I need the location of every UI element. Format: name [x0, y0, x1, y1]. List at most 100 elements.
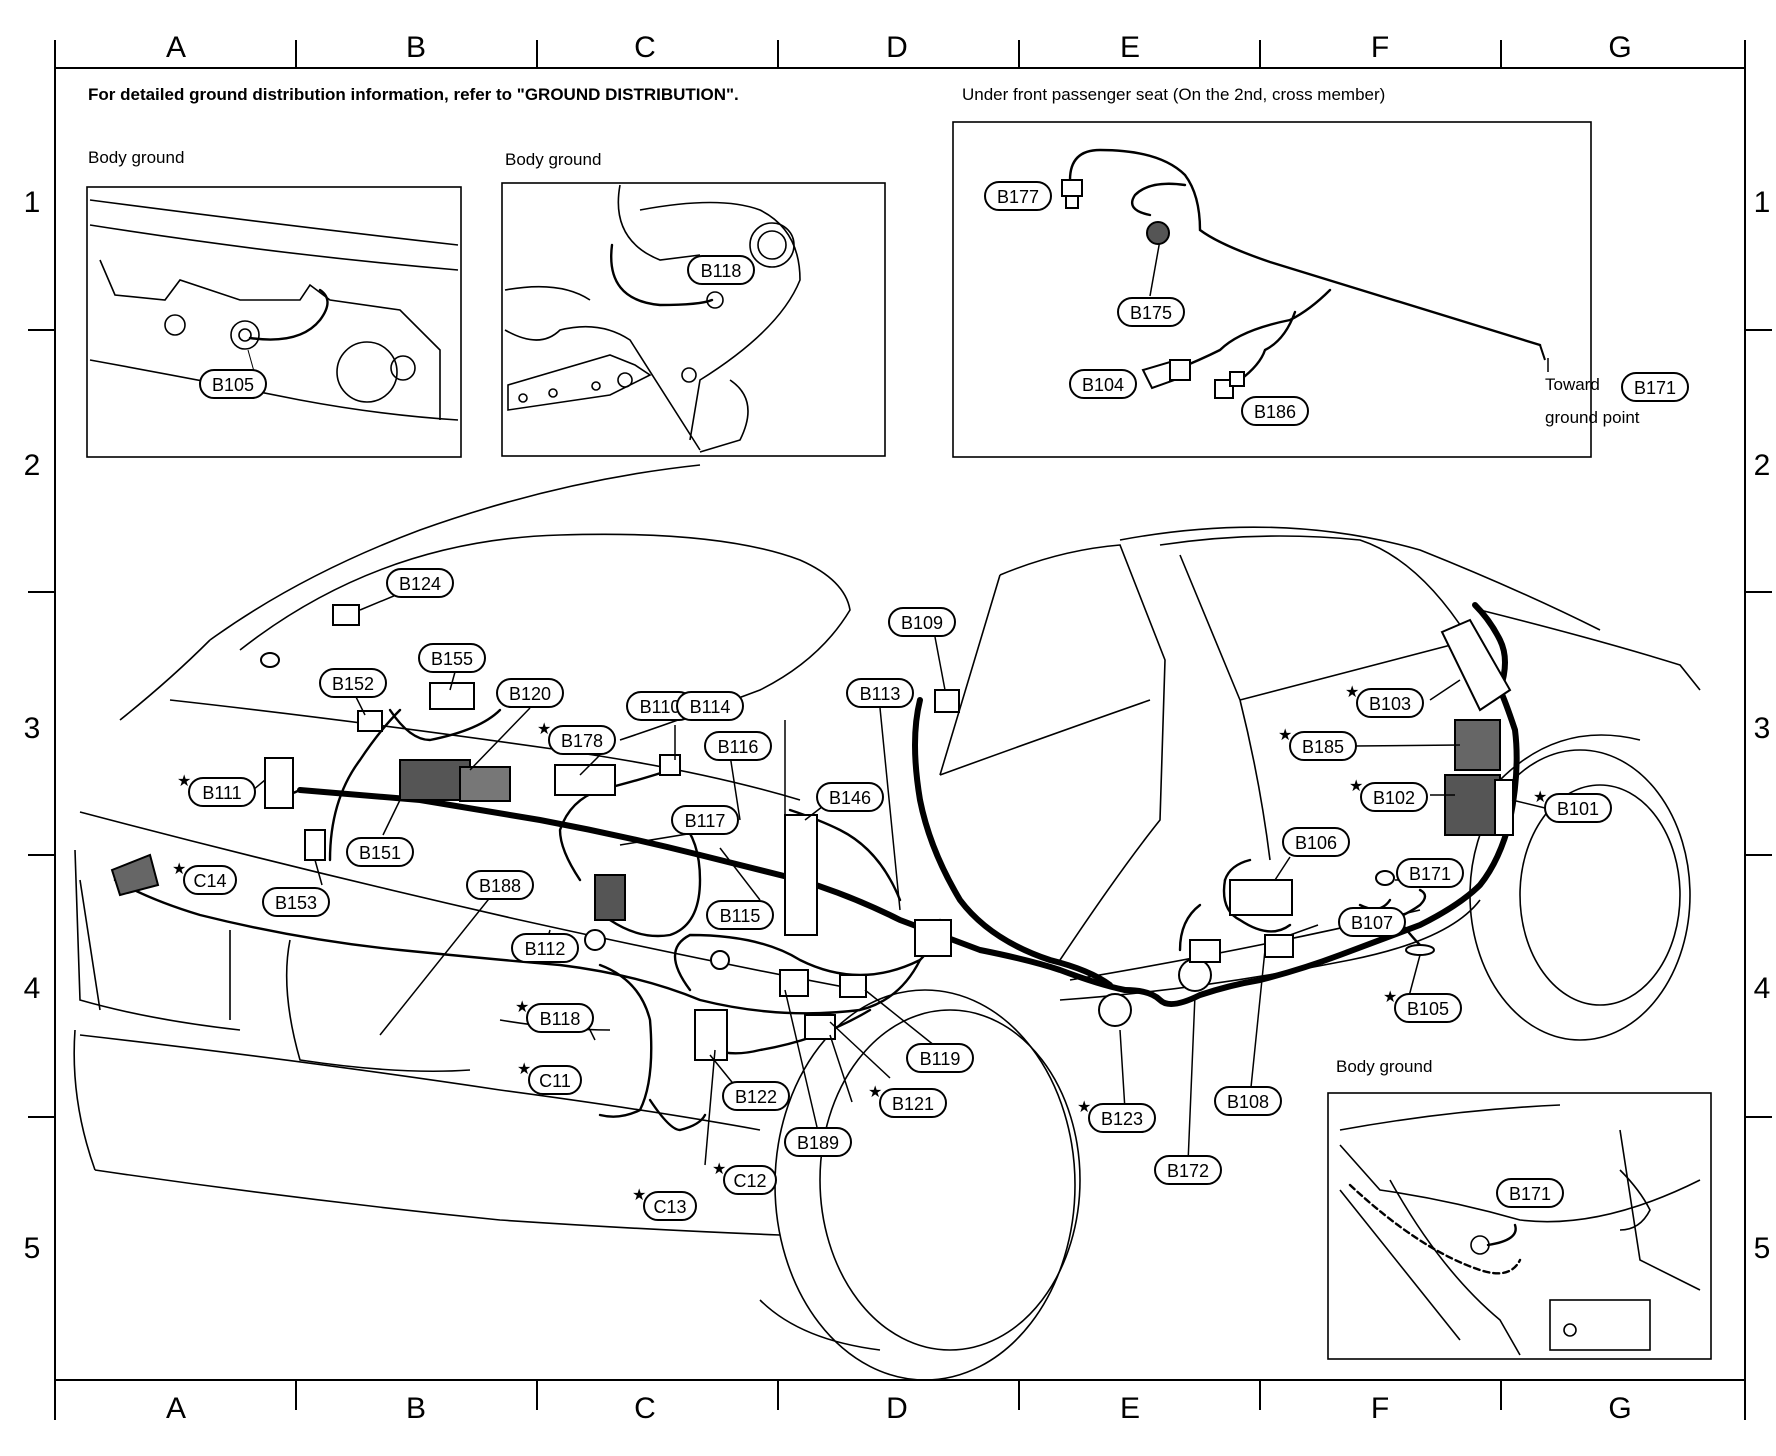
connector-pill	[1282, 827, 1350, 857]
connector-pill	[1289, 731, 1357, 761]
connector-pill	[346, 837, 414, 867]
connector-label: B151	[359, 843, 401, 863]
connector-pill	[319, 668, 387, 698]
connector-callout-b121: B121★	[868, 1084, 947, 1118]
row-label: 5	[24, 1232, 41, 1265]
connector-pill	[418, 643, 486, 673]
connector-label: C11	[539, 1071, 571, 1091]
star-marker: ★	[1077, 1099, 1091, 1116]
connector-callout-b103: B103★	[1345, 684, 1424, 718]
row-label: 4	[1754, 972, 1771, 1005]
connector-label: B109	[901, 613, 943, 633]
col-label: F	[1371, 1392, 1389, 1425]
connector-callout-b110: B110	[626, 691, 694, 721]
connector-callout-b117: B117	[671, 805, 739, 835]
connector-pill	[676, 691, 744, 721]
connector-pill	[1356, 688, 1424, 718]
connector-pill	[526, 1003, 594, 1033]
connector-callout-b101: B101★	[1533, 789, 1612, 823]
col-label: G	[1608, 1392, 1631, 1425]
star-marker: ★	[177, 773, 191, 790]
connector-label: B105	[1407, 999, 1449, 1019]
connector-label: B114	[690, 697, 731, 717]
connector-callout-b108: B108	[1214, 1086, 1282, 1116]
connector-callout-b120: B120	[496, 678, 564, 708]
connector-pill	[723, 1165, 777, 1195]
connector-callout-b146: B146	[816, 782, 884, 812]
connector-callout-c12: C12 ★	[712, 1161, 777, 1195]
connector-label: B107	[1351, 913, 1393, 933]
connector-pill	[1360, 782, 1428, 812]
connector-pill	[784, 1127, 852, 1157]
connector-label: B118	[701, 261, 742, 281]
connector-label: B103	[1369, 694, 1411, 714]
connector-pill	[548, 725, 616, 755]
star-marker: ★	[868, 1084, 882, 1101]
connector-label: B101	[1557, 799, 1599, 819]
connector-label: B122	[735, 1087, 777, 1107]
connector-callout-b106: B106	[1282, 827, 1350, 857]
connector-label: C14	[193, 871, 226, 891]
col-label: E	[1120, 31, 1140, 64]
col-label: E	[1120, 1392, 1140, 1425]
connector-callout-b112: B112	[511, 933, 579, 963]
star-marker: ★	[172, 861, 186, 878]
connector-label: B120	[509, 684, 551, 704]
connector-label: B106	[1295, 833, 1337, 853]
connector-label: B189	[797, 1133, 839, 1153]
connector-label: B153	[275, 893, 317, 913]
row-label: 2	[24, 449, 41, 482]
connector-pill	[1214, 1086, 1282, 1116]
connector-pill	[1338, 907, 1406, 937]
grid-frame	[28, 40, 1772, 1420]
connector-label: B152	[332, 674, 374, 694]
connector-pill	[888, 607, 956, 637]
connector-label: B108	[1227, 1092, 1269, 1112]
connector-label: B123	[1101, 1109, 1143, 1129]
connector-pill	[643, 1191, 697, 1221]
col-label: C	[634, 1392, 656, 1425]
connector-callout-b171: B171	[1396, 858, 1464, 888]
connector-callout-b185: B185★	[1278, 727, 1357, 761]
connector-label: B155	[431, 649, 473, 669]
connector-label: B117	[685, 811, 726, 831]
connector-label: C12	[733, 1171, 766, 1191]
connector-label: B186	[1254, 402, 1296, 422]
row-label: 2	[1754, 449, 1771, 482]
connector-callout-b111: B111★	[177, 773, 256, 807]
callout-lines	[252, 582, 1546, 1166]
connector-callout-b105: B105★	[1383, 989, 1462, 1023]
connector-callout-b102: B102★	[1349, 778, 1428, 812]
connector-label: B171	[1509, 1184, 1551, 1204]
col-label: C	[634, 31, 656, 64]
connector-pill	[183, 865, 237, 895]
connector-pill	[262, 887, 330, 917]
connector-callout-b109: B109	[888, 607, 956, 637]
connector-pill	[1088, 1103, 1156, 1133]
star-marker: ★	[632, 1187, 646, 1204]
under-seat-caption: Under front passenger seat (On the 2nd, …	[962, 85, 1385, 104]
row-label: 1	[24, 186, 41, 219]
star-marker: ★	[1349, 778, 1363, 795]
inset-callouts: B105 B118 B177 B175 B104 B186 B171 B171	[199, 181, 1689, 1208]
connector-label: B178	[561, 731, 603, 751]
connector-label: B175	[1130, 303, 1172, 323]
connector-label: B172	[1167, 1161, 1209, 1181]
connector-label: B188	[479, 876, 521, 896]
connector-label: B124	[399, 574, 441, 594]
star-marker: ★	[712, 1161, 726, 1178]
connector-callout-b124: B124	[386, 568, 454, 598]
connector-label: B171	[1634, 378, 1676, 398]
col-label: D	[886, 31, 908, 64]
connector-callout-b114: B114	[676, 691, 744, 721]
connector-callout-b172: B172	[1154, 1155, 1222, 1185]
star-marker: ★	[1278, 727, 1292, 744]
connector-pill	[906, 1043, 974, 1073]
connector-pill	[1394, 993, 1462, 1023]
connector-callout-b116: B116	[704, 731, 772, 761]
connector-pill	[496, 678, 564, 708]
connector-label: B113	[860, 684, 901, 704]
connector-label: B177	[997, 187, 1039, 207]
